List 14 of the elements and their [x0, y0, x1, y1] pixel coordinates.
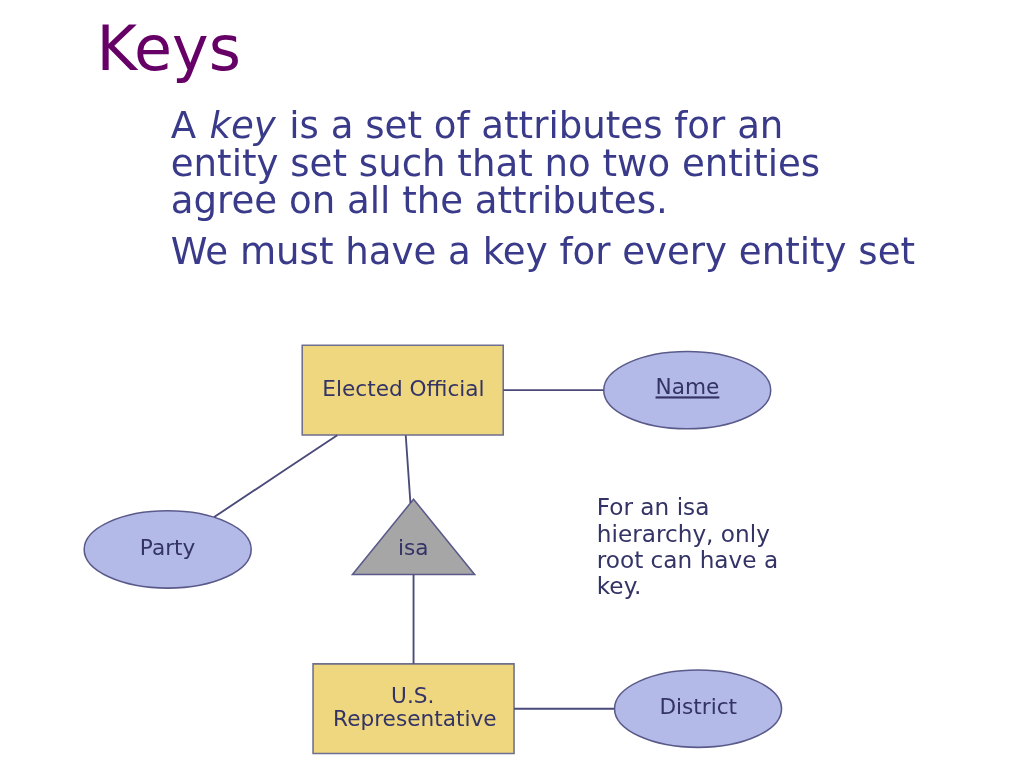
label: We must have a key for every entity set: [170, 229, 915, 273]
label: A key is a set of attributes for an entity set such that no two entities agree on all the attributes.: [170, 104, 820, 222]
connector: [512, 707, 615, 710]
connector: [404, 434, 411, 504]
node-ellipse: District: [613, 669, 782, 749]
connector: [412, 573, 414, 665]
connector: [212, 434, 338, 518]
connector: [501, 389, 604, 392]
node-box: Elected Official: [300, 344, 504, 436]
label: For an isa hierarchy, only root can have a key.: [596, 493, 778, 600]
diagram-title: Keys: [96, 13, 241, 86]
node-box: U.S. Representative: [311, 663, 515, 755]
node-ellipse: Party: [82, 510, 252, 589]
node-ellipse: Name: [602, 350, 771, 430]
